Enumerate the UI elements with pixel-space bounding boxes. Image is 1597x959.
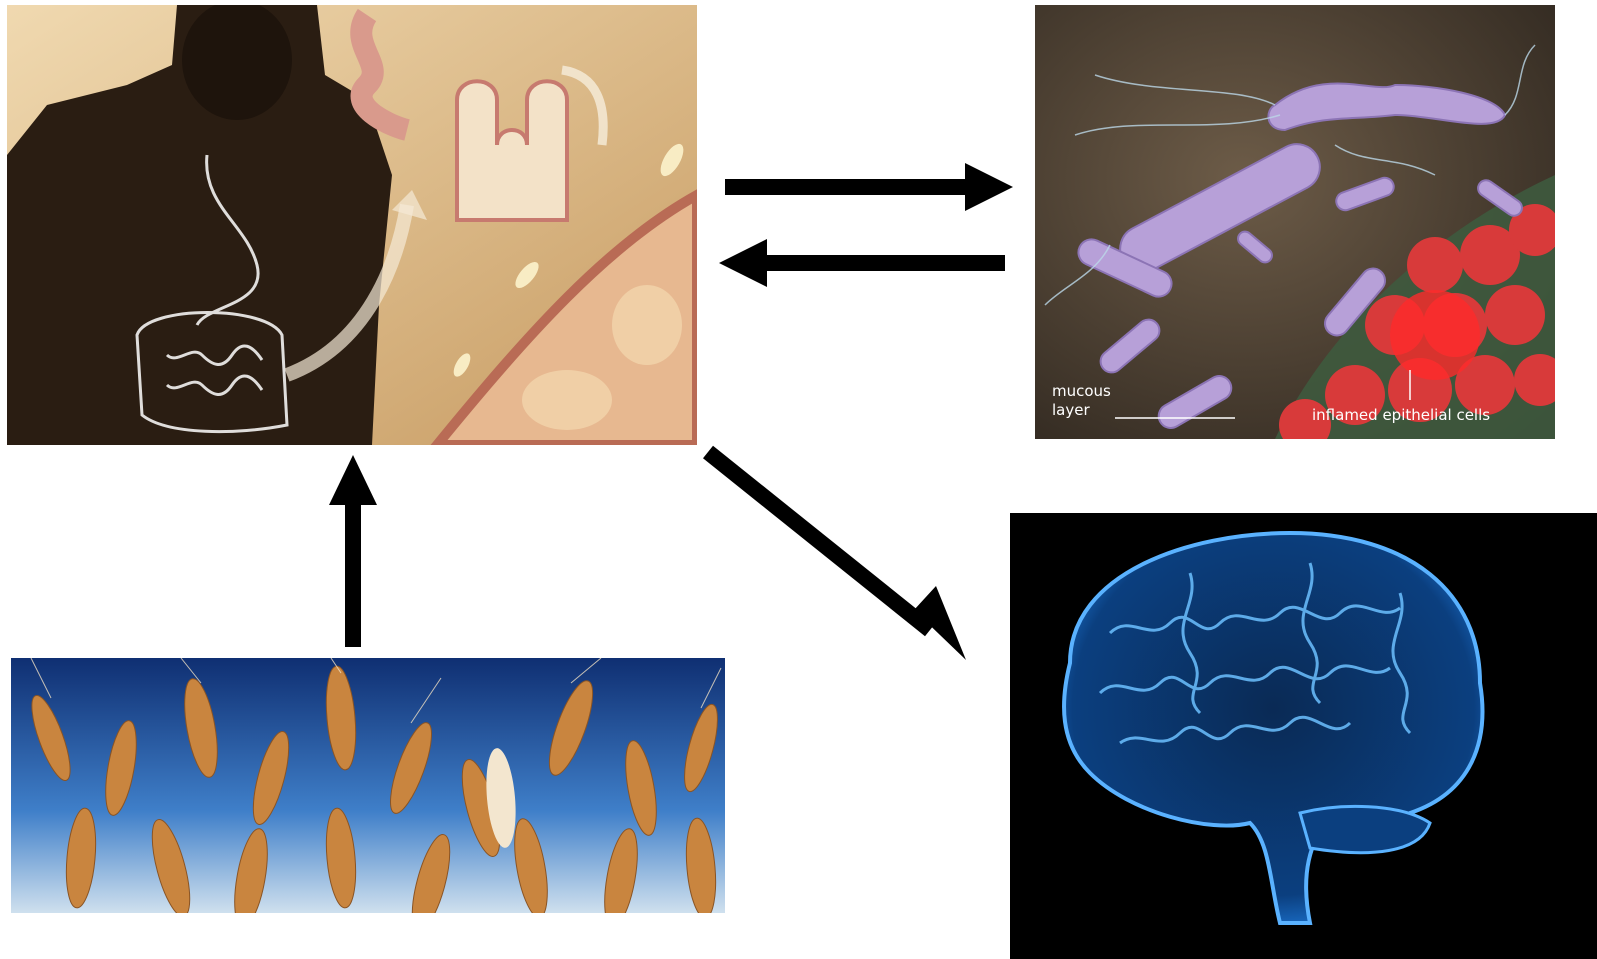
arrow-gut-to-bacteria (725, 163, 1013, 211)
mucous-label-line2: layer (1052, 401, 1090, 419)
mucous-label-line1: mucous (1052, 382, 1111, 400)
inflamed-epithelial-label: inflamed epithelial cells (1312, 406, 1490, 424)
bacteria-image: mucous layer inflamed epithelial cells (1035, 5, 1555, 439)
brain-image (1010, 513, 1597, 959)
arrow-gut-to-brain (708, 452, 966, 660)
wheat-field-image (11, 658, 725, 913)
arrow-bacteria-to-gut (719, 239, 1005, 287)
digestive-system-image (7, 5, 697, 445)
arrow-wheat-to-gut (329, 455, 377, 647)
